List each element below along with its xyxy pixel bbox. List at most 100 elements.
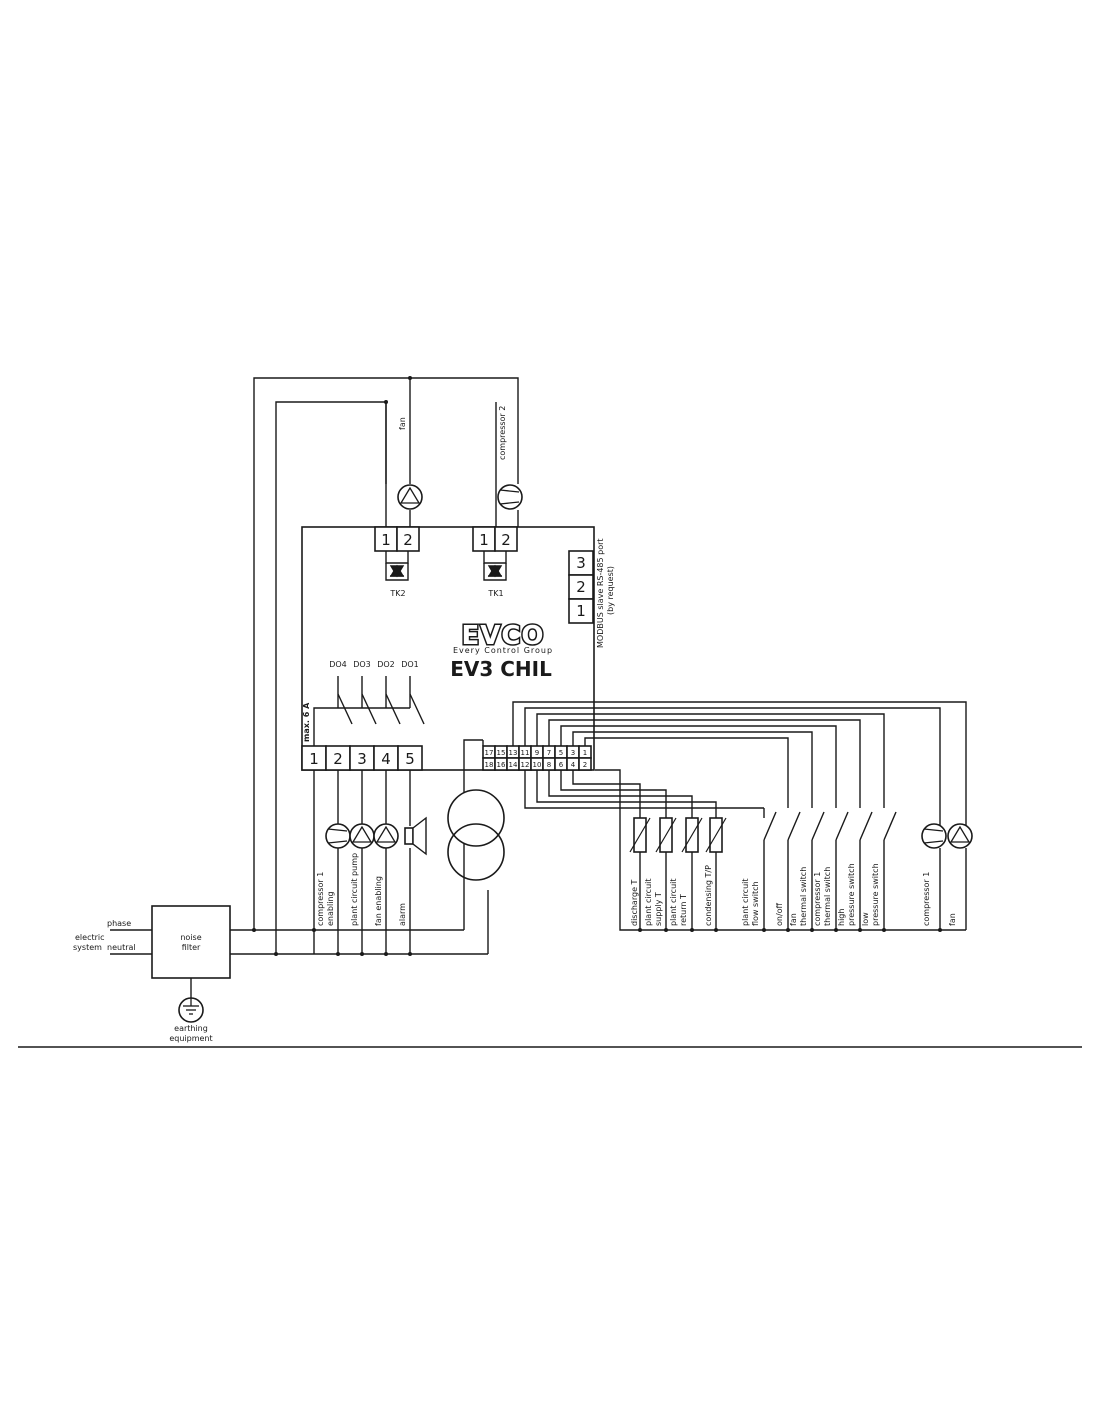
controller-body bbox=[301, 526, 595, 771]
svg-text:EVCO: EVCO bbox=[461, 621, 544, 651]
compressor-1-enabling-icon bbox=[325, 823, 351, 849]
discharge-sensor-icon bbox=[629, 817, 651, 853]
power-load-wiring bbox=[313, 739, 489, 954]
compressor-1-right-label: compressor 1 bbox=[922, 872, 931, 926]
fan-thermal-label-1: fan bbox=[789, 913, 798, 926]
max-current-label: max. 6 A bbox=[302, 702, 311, 742]
low-pressure-label-2: pressure switch bbox=[871, 863, 880, 926]
svg-text:2: 2 bbox=[501, 531, 511, 549]
junction-dots bbox=[252, 376, 942, 956]
svg-text:8: 8 bbox=[547, 761, 551, 769]
compressor-1-icon bbox=[921, 823, 947, 849]
svg-text:12: 12 bbox=[521, 761, 530, 769]
fan-terminal-block: 1 2 bbox=[374, 526, 420, 552]
transformer-icon bbox=[447, 789, 505, 881]
relay-contacts bbox=[313, 676, 425, 746]
svg-text:16: 16 bbox=[497, 761, 506, 769]
noise-filter-label-1: noise bbox=[180, 933, 201, 942]
supply-wiring bbox=[110, 929, 488, 998]
svg-text:11: 11 bbox=[521, 749, 530, 757]
high-pressure-label-2: pressure switch bbox=[847, 863, 856, 926]
svg-text:17: 17 bbox=[485, 749, 494, 757]
triac-tk2-label: TK2 bbox=[389, 589, 405, 598]
electric-label: electric bbox=[75, 933, 105, 942]
compressor-2-terminal-block: 1 2 bbox=[472, 526, 518, 552]
svg-text:5: 5 bbox=[559, 749, 563, 757]
svg-text:3: 3 bbox=[357, 750, 367, 768]
compressor-1-enabling-label-2: enabling bbox=[326, 891, 335, 926]
svg-text:4: 4 bbox=[381, 750, 391, 768]
model-name: EV3 CHIL bbox=[450, 657, 552, 681]
fan-enabling-label: fan enabling bbox=[374, 876, 383, 926]
svg-text:13: 13 bbox=[509, 749, 518, 757]
earthing-label-1: earthing bbox=[174, 1024, 208, 1033]
compressor-2-top-label: compressor 2 bbox=[498, 406, 507, 460]
svg-text:1: 1 bbox=[309, 750, 319, 768]
condensing-sensor-icon bbox=[705, 817, 727, 853]
supply-sensor-icon bbox=[655, 817, 677, 853]
phase-label: phase bbox=[107, 919, 131, 928]
do2-label: DO2 bbox=[377, 660, 395, 669]
svg-text:2: 2 bbox=[333, 750, 343, 768]
fan-thermal-label-2: thermal switch bbox=[799, 867, 808, 926]
evco-logo: EVCO bbox=[460, 620, 545, 653]
do1-label: DO1 bbox=[401, 660, 419, 669]
svg-text:5: 5 bbox=[405, 750, 415, 768]
fan-top-label: fan bbox=[398, 417, 407, 430]
noise-filter-box bbox=[151, 905, 231, 979]
comp-thermal-label-1: compressor 1 bbox=[813, 872, 822, 926]
compressor-1-enabling-label-1: compressor 1 bbox=[316, 872, 325, 926]
svg-text:18: 18 bbox=[485, 761, 494, 769]
do3-label: DO3 bbox=[353, 660, 371, 669]
input-wiring bbox=[512, 701, 967, 931]
earth-ground-icon bbox=[178, 997, 204, 1023]
power-terminal-block: 1 2 3 4 5 bbox=[301, 745, 423, 771]
svg-text:3: 3 bbox=[571, 749, 575, 757]
plant-pump-icon bbox=[349, 823, 375, 849]
triac-tk2-icon bbox=[385, 551, 409, 581]
svg-text:2: 2 bbox=[403, 531, 413, 549]
earthing-label-2: equipment bbox=[169, 1034, 212, 1043]
svg-text:7: 7 bbox=[547, 749, 551, 757]
neutral-label: neutral bbox=[107, 943, 136, 952]
supply-t-label-1: plant circuit bbox=[644, 878, 653, 926]
return-t-label-2: return T bbox=[679, 894, 688, 926]
modbus-terminal-block: 3 2 1 bbox=[568, 550, 594, 624]
brand-tagline: Every Control Group bbox=[453, 646, 553, 655]
alarm-buzzer-icon bbox=[404, 816, 427, 856]
return-t-label-1: plant circuit bbox=[669, 878, 678, 926]
high-pressure-label-1: high bbox=[837, 909, 846, 926]
svg-text:9: 9 bbox=[535, 749, 539, 757]
comp-thermal-label-2: thermal switch bbox=[823, 867, 832, 926]
flow-switch-label-2: flow switch bbox=[751, 881, 760, 926]
return-sensor-icon bbox=[681, 817, 703, 853]
modbus-port-label: MODBUS slave RS-485 port bbox=[596, 538, 605, 648]
svg-text:1: 1 bbox=[479, 531, 489, 549]
alarm-label: alarm bbox=[398, 903, 407, 926]
svg-text:6: 6 bbox=[559, 761, 564, 769]
svg-text:14: 14 bbox=[509, 761, 518, 769]
system-label: system bbox=[73, 943, 102, 952]
svg-text:1: 1 bbox=[576, 602, 586, 620]
fan-right-icon bbox=[947, 823, 973, 849]
triac-tk1-icon bbox=[483, 551, 507, 581]
do4-label: DO4 bbox=[329, 660, 347, 669]
svg-text:1: 1 bbox=[583, 749, 587, 757]
svg-text:2: 2 bbox=[576, 578, 586, 596]
svg-text:15: 15 bbox=[497, 749, 506, 757]
discharge-t-label: discharge T bbox=[630, 879, 639, 926]
low-pressure-label-1: low bbox=[861, 912, 870, 926]
flow-switch-label-1: plant circuit bbox=[741, 878, 750, 926]
compressor-2-icon bbox=[497, 484, 523, 510]
condensing-label: condensing T/P bbox=[704, 865, 713, 926]
fan-pump-icon bbox=[397, 484, 423, 510]
fan-right-label: fan bbox=[948, 913, 957, 926]
signal-terminal-block: 17 15 13 11 9 7 5 3 1 18 16 14 12 10 8 6… bbox=[482, 745, 592, 771]
fan-enabling-icon bbox=[373, 823, 399, 849]
modbus-request-label: (by request) bbox=[606, 566, 615, 615]
svg-text:1: 1 bbox=[381, 531, 391, 549]
svg-text:4: 4 bbox=[571, 761, 576, 769]
svg-text:3: 3 bbox=[576, 554, 586, 572]
svg-text:10: 10 bbox=[533, 761, 542, 769]
